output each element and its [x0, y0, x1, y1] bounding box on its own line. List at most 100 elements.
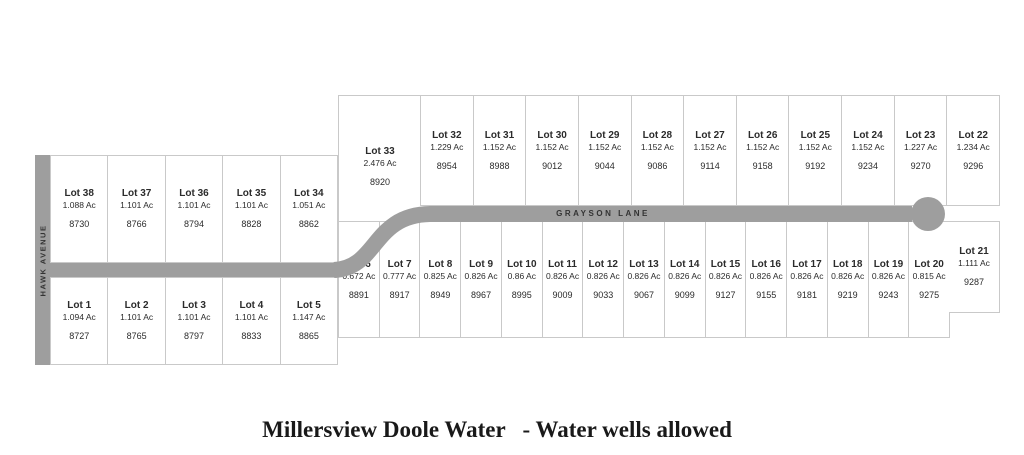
left-top-lot-row: Lot 38 1.088 Ac 8730 Lot 37 1.101 Ac 876…	[50, 155, 338, 263]
lot-number: Lot 31	[484, 129, 515, 141]
lot-address: 9287	[963, 277, 985, 287]
lot-acreage: 1.152 Ac	[535, 141, 569, 152]
lot-acreage: 0.826 Ac	[708, 270, 743, 281]
lot-number: Lot 30	[537, 129, 567, 141]
lot-cell: Lot 35 1.101 Ac 8828	[223, 156, 281, 262]
lot-number: Lot 15	[710, 258, 741, 270]
grayson-lane-label: GRAYSON LANE	[556, 209, 650, 218]
lot-number: Lot 25	[800, 129, 831, 141]
lot-acreage: 1.101 Ac	[120, 312, 154, 322]
lot-cell: Lot 29 1.152 Ac 9044	[578, 96, 632, 205]
lot-address: 9127	[715, 289, 736, 300]
lot-cell: Lot 13 0.826 Ac 9067	[624, 222, 665, 337]
lot-number: Lot 1	[67, 300, 92, 311]
lot-acreage: 1.101 Ac	[120, 200, 154, 210]
lot-number: Lot 33	[365, 146, 395, 157]
lot-address: 9243	[878, 289, 899, 300]
lot-acreage: 1.152 Ac	[482, 141, 516, 152]
lot-cell: Lot 11 0.826 Ac 9009	[542, 222, 584, 337]
lot-cell: Lot 25 1.152 Ac 9192	[789, 96, 843, 205]
lot-address: 9275	[919, 289, 940, 300]
lot-address: 8730	[69, 219, 90, 229]
lot-number: Lot 29	[590, 129, 620, 141]
lot-address: 9033	[593, 289, 614, 300]
right-bottom-lot-row: Lot 6 0.672 Ac 8891 Lot 7 0.777 Ac 8917 …	[338, 221, 950, 338]
hawk-avenue-label: HAWK AVENUE	[35, 155, 50, 365]
lot-acreage: 1.152 Ac	[640, 141, 674, 152]
lot-address: 9114	[700, 160, 720, 171]
lot21-cell: Lot 21 1.111 Ac 9287	[949, 221, 1000, 313]
lot-cell: Lot 30 1.152 Ac 9012	[526, 96, 579, 205]
lot-cell: Lot 38 1.088 Ac 8730	[51, 156, 109, 262]
lot-number: Lot 9	[469, 258, 494, 270]
lot-number: Lot 35	[236, 188, 267, 199]
lot-acreage: 0.672 Ac	[342, 270, 376, 281]
lot-address: 8794	[184, 219, 205, 229]
lot-address: 9155	[756, 289, 777, 300]
lot-address: 9009	[552, 289, 573, 300]
lot-acreage: 1.234 Ac	[956, 141, 990, 152]
lot-address: 8949	[430, 289, 451, 300]
lot-address: 9012	[542, 160, 563, 171]
lot-number: Lot 24	[853, 129, 883, 141]
lot-acreage: 0.777 Ac	[383, 270, 417, 281]
lot-acreage: 1.152 Ac	[851, 141, 885, 152]
lot-address: 8766	[126, 219, 147, 229]
lot33-cell: Lot 33 2.476 Ac 8920	[338, 95, 421, 223]
lot-number: Lot 5	[296, 300, 321, 311]
lot-address: 9219	[837, 289, 858, 300]
hawk-avenue-road	[35, 155, 50, 365]
lot-acreage: 1.094 Ac	[62, 312, 96, 322]
lot-cell: Lot 26 1.152 Ac 9158	[736, 96, 790, 205]
lot-address: 9067	[633, 289, 655, 300]
lot-number: Lot 23	[905, 129, 936, 141]
lot-acreage: 1.101 Ac	[177, 312, 211, 322]
lot-address: 9234	[857, 160, 878, 171]
lot-number: Lot 26	[747, 129, 778, 141]
lot-cell: Lot 10 0.86 Ac 8995	[501, 222, 543, 337]
lot-cell: Lot 2 1.101 Ac 8765	[108, 278, 166, 364]
lot-address: 8954	[436, 160, 457, 171]
lot-number: Lot 11	[548, 258, 577, 270]
lot-cell: Lot 7 0.777 Ac 8917	[379, 222, 421, 337]
lot-cell: Lot 9 0.826 Ac 8967	[461, 222, 502, 337]
lot-cell: Lot 1 1.094 Ac 8727	[51, 278, 109, 364]
lot-acreage: 2.476 Ac	[363, 158, 397, 168]
lot-address: 9158	[752, 160, 773, 171]
lot-address: 8797	[184, 331, 205, 341]
lot-address: 8862	[298, 219, 319, 229]
lot-cell: Lot 12 0.826 Ac 9033	[583, 222, 625, 337]
lot-cell: Lot 8 0.825 Ac 8949	[420, 222, 462, 337]
lot-number: Lot 4	[239, 300, 264, 311]
lot-number: Lot 27	[695, 129, 725, 141]
lot-acreage: 0.825 Ac	[423, 270, 457, 281]
lot-address: 9270	[910, 160, 931, 171]
lot-number: Lot 32	[432, 129, 462, 141]
lot-address: 8920	[369, 177, 391, 187]
lot-acreage: 1.147 Ac	[292, 312, 326, 322]
lot-acreage: 0.826 Ac	[627, 270, 661, 281]
lot-acreage: 0.826 Ac	[871, 270, 905, 281]
lot-address: 9044	[594, 160, 615, 171]
lot-address: 8988	[489, 160, 510, 171]
lot-acreage: 1.101 Ac	[177, 200, 211, 210]
map-caption: Millersview Doole Water - Water wells al…	[262, 417, 732, 442]
lot-acreage: 0.826 Ac	[464, 270, 498, 281]
lot-acreage: 1.227 Ac	[904, 141, 938, 152]
lot-number: Lot 17	[792, 258, 822, 270]
lot-number: Lot 37	[121, 188, 152, 199]
right-top-lot-row: Lot 32 1.229 Ac 8954 Lot 31 1.152 Ac 898…	[420, 95, 1000, 206]
lot-number: Lot 10	[507, 258, 537, 270]
lot-cell: Lot 16 0.826 Ac 9155	[746, 222, 788, 337]
left-bottom-lot-row: Lot 1 1.094 Ac 8727 Lot 2 1.101 Ac 8765 …	[50, 277, 338, 365]
lot-cell: Lot 6 0.672 Ac 8891	[339, 222, 380, 337]
lot-number: Lot 20	[914, 258, 944, 270]
lot-number: Lot 12	[588, 258, 618, 270]
lot-cell: Lot 24 1.152 Ac 9234	[842, 96, 895, 205]
lot-number: Lot 14	[670, 258, 700, 270]
lot-cell: Lot 18 0.826 Ac 9219	[827, 222, 869, 337]
lot-acreage: 1.111 Ac	[958, 258, 990, 268]
lot-number: Lot 13	[629, 258, 659, 270]
lot-cell: Lot 3 1.101 Ac 8797	[165, 278, 224, 364]
